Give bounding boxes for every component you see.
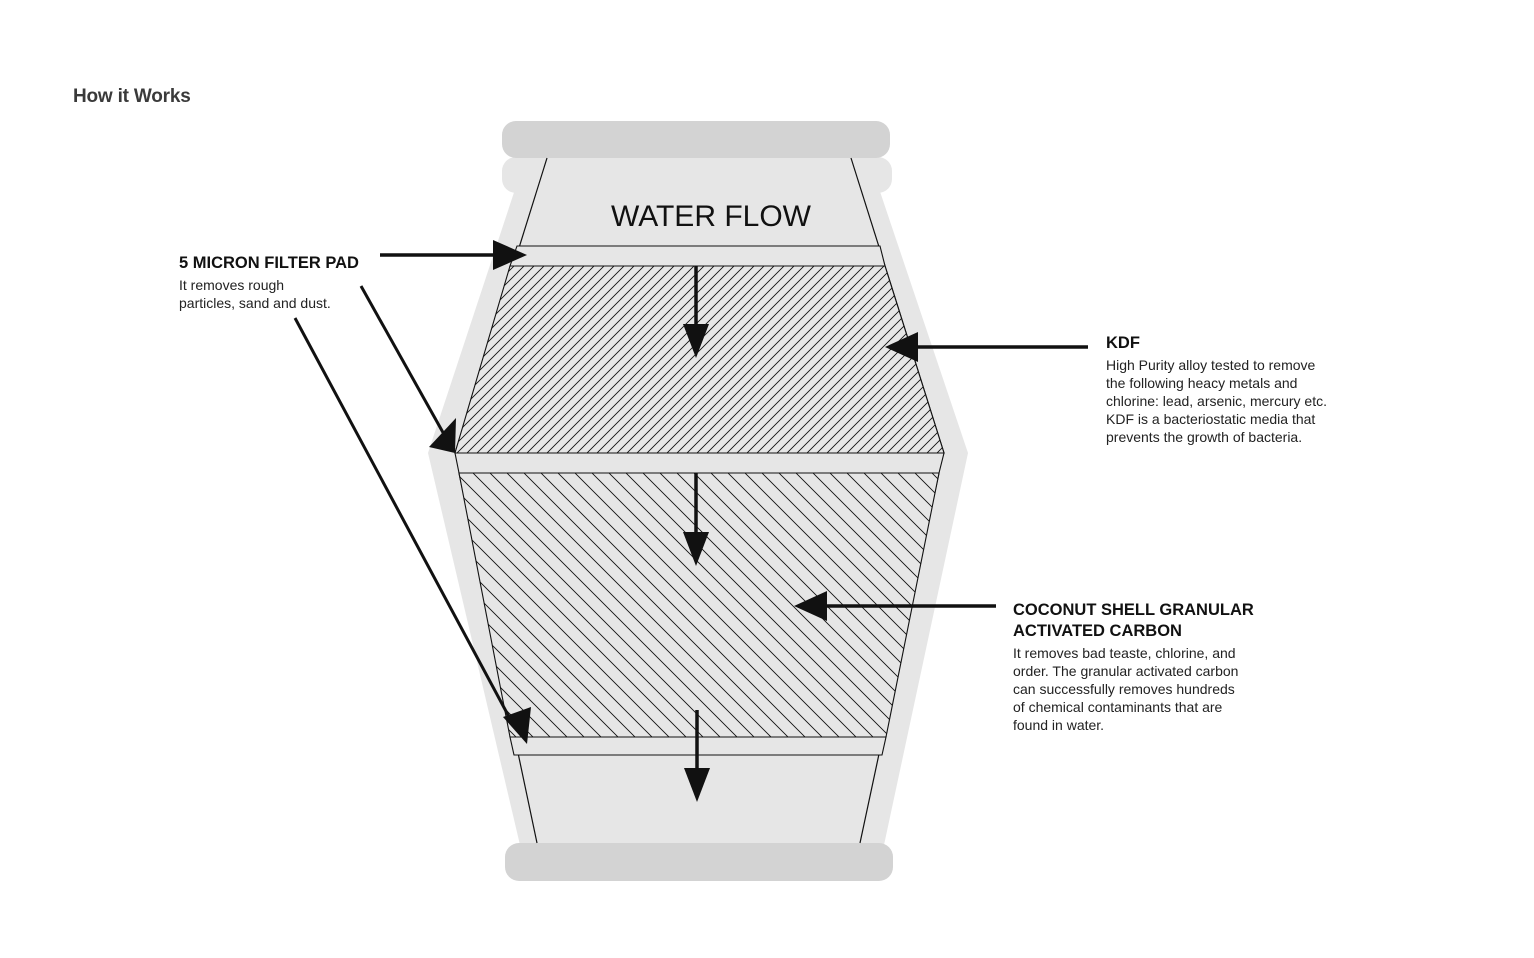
kdf-description: High Purity alloy tested to remove the f… (1106, 356, 1327, 446)
description-line: It removes rough (179, 277, 285, 293)
bottom-cap (505, 843, 893, 881)
description-line: chlorine: lead, arsenic, mercury etc. (1106, 393, 1327, 409)
description-line: the following heacy metals and (1106, 375, 1298, 391)
description-line: prevents the growth of bacteria. (1106, 429, 1303, 445)
pointer-arrow-micron-bottom (293, 317, 531, 744)
micron-filter-title: 5 MICRON FILTER PAD (179, 254, 359, 272)
top-cap (502, 121, 890, 158)
description-line: of chemical contaminants that are (1013, 699, 1223, 715)
flow-arrow-1 (683, 266, 709, 358)
micron-pad-middle (454, 452, 945, 474)
description-line: It removes bad teaste, chlorine, and (1013, 645, 1236, 661)
kdf-hatch (455, 266, 944, 453)
description-line: can successfully removes hundreds (1013, 681, 1235, 697)
carbon-description: It removes bad teaste, chlorine, and ord… (1013, 644, 1254, 734)
water-flow-label: WATER FLOW (611, 200, 812, 233)
kdf-callout: KDF High Purity alloy tested to remove t… (1106, 333, 1327, 446)
micron-filter-callout: 5 MICRON FILTER PAD It removes rough par… (179, 253, 359, 312)
description-line: particles, sand and dust. (179, 295, 331, 311)
pointer-arrow-micron-middle (359, 285, 456, 453)
kdf-title: KDF (1106, 334, 1140, 352)
pointer-arrow-micron-top (380, 240, 527, 270)
flow-arrow-3 (684, 710, 710, 802)
micron-pad-top (509, 245, 886, 267)
page-title: How it Works (73, 86, 191, 107)
description-line: KDF is a bacteriostatic media that (1106, 411, 1316, 427)
pointer-arrow-kdf (885, 332, 1088, 362)
description-line: found in water. (1013, 717, 1105, 733)
carbon-title: COCONUT SHELL GRANULAR ACTIVATED CARBON (1013, 601, 1254, 640)
flow-arrow-2 (683, 473, 709, 566)
carbon-callout: COCONUT SHELL GRANULAR ACTIVATED CARBON … (1013, 600, 1254, 734)
pointer-arrow-carbon (794, 591, 996, 621)
description-line: order. The granular activated carbon (1013, 663, 1239, 679)
description-line: High Purity alloy tested to remove (1106, 357, 1316, 373)
micron-filter-description: It removes rough particles, sand and dus… (179, 276, 359, 312)
